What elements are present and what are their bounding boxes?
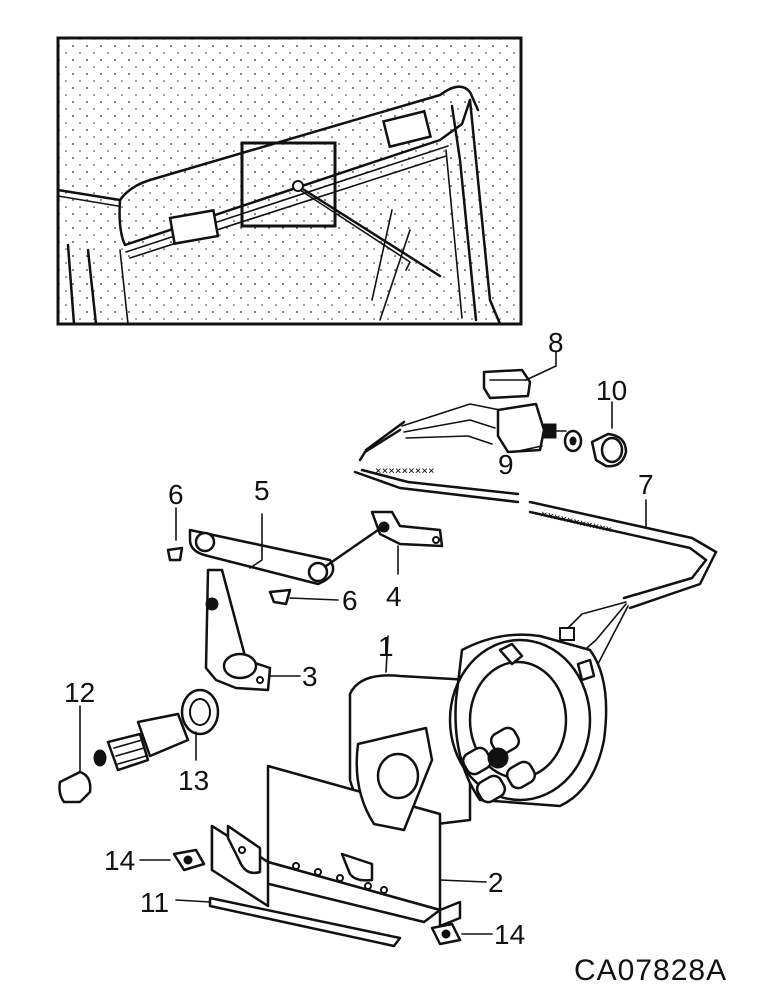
shaft-assembly [58, 688, 220, 804]
callout-2: 2 [488, 867, 504, 898]
callout-13: 13 [178, 765, 209, 796]
drawing-number: CA07828A [574, 954, 727, 987]
callout-10: 10 [596, 375, 627, 406]
callout-6a: 6 [168, 479, 184, 510]
callout-7: 7 [638, 469, 654, 500]
mounting-bracket [210, 726, 462, 928]
callout-11: 11 [140, 887, 169, 918]
gasket [208, 896, 402, 948]
switch-assembly [482, 368, 628, 468]
callout-6b: 6 [342, 585, 358, 616]
callout-14a: 14 [104, 845, 135, 876]
cab-inset [56, 36, 523, 326]
callout-4: 4 [386, 581, 402, 612]
callout-labels: 1 2 3 4 5 6 6 7 8 9 10 11 12 13 14 14 [64, 327, 654, 950]
clip-nuts [172, 848, 462, 946]
crank-arm [204, 568, 272, 692]
callout-3: 3 [302, 661, 318, 692]
leader-lines [79, 351, 647, 935]
callout-5: 5 [254, 475, 270, 506]
callout-1: 1 [378, 631, 394, 662]
callout-8: 8 [548, 327, 564, 358]
callout-9: 9 [498, 449, 514, 480]
svg-text:×××××××××: ××××××××× [375, 464, 435, 477]
callout-14b: 14 [494, 919, 525, 950]
callout-12: 12 [64, 677, 95, 708]
wiring-harness: ××××××××× ××××××××××× [353, 403, 718, 681]
